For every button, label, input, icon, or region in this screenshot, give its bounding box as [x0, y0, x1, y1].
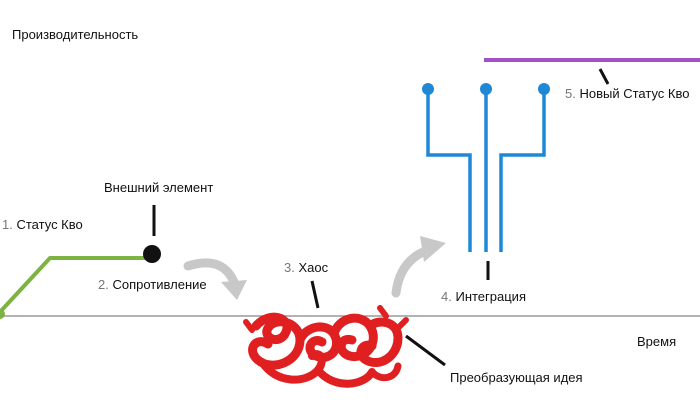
stage-2-label: 2. Сопротивление	[98, 277, 207, 292]
new-status-quo-pointer	[598, 68, 610, 85]
stage-1-label: 1. Статус Кво	[2, 217, 83, 232]
external-element-label: Внешний элемент	[104, 180, 214, 195]
stage-3-label: 3. Хаос	[284, 260, 328, 275]
stage-2-text: Сопротивление	[112, 277, 207, 292]
stage-5-text: Новый Статус Кво	[579, 86, 690, 101]
stage-3-number: 3.	[284, 260, 295, 275]
transforming-idea-label: Преобразующая идея	[450, 370, 583, 385]
stage-4-number: 4.	[441, 289, 452, 304]
stage-5-label: 5. Новый Статус Кво	[565, 86, 689, 101]
integration-arrow-head	[420, 236, 446, 262]
integration-lines	[426, 89, 546, 252]
stage-2-number: 2.	[98, 277, 109, 292]
chaos-pointer	[310, 280, 320, 309]
chaos-squiggle	[243, 305, 409, 388]
stage-1-text: Статус Кво	[16, 217, 83, 232]
x-axis-label: Время	[637, 334, 677, 349]
stage-1-number: 1.	[2, 217, 13, 232]
y-axis-label: Производительность	[12, 27, 139, 42]
stage-4-label: 4. Интеграция	[441, 289, 526, 304]
stage-5-number: 5.	[565, 86, 576, 101]
transforming-idea-pointer	[405, 334, 446, 367]
resistance-arrow-head	[221, 280, 247, 300]
stage-3-text: Хаос	[298, 260, 329, 275]
integration-nodes	[422, 83, 550, 95]
external-element-marker	[143, 205, 161, 263]
status-quo-line	[0, 256, 148, 319]
resistance-arrow	[183, 258, 239, 287]
stage-4-text: Интеграция	[455, 289, 526, 304]
